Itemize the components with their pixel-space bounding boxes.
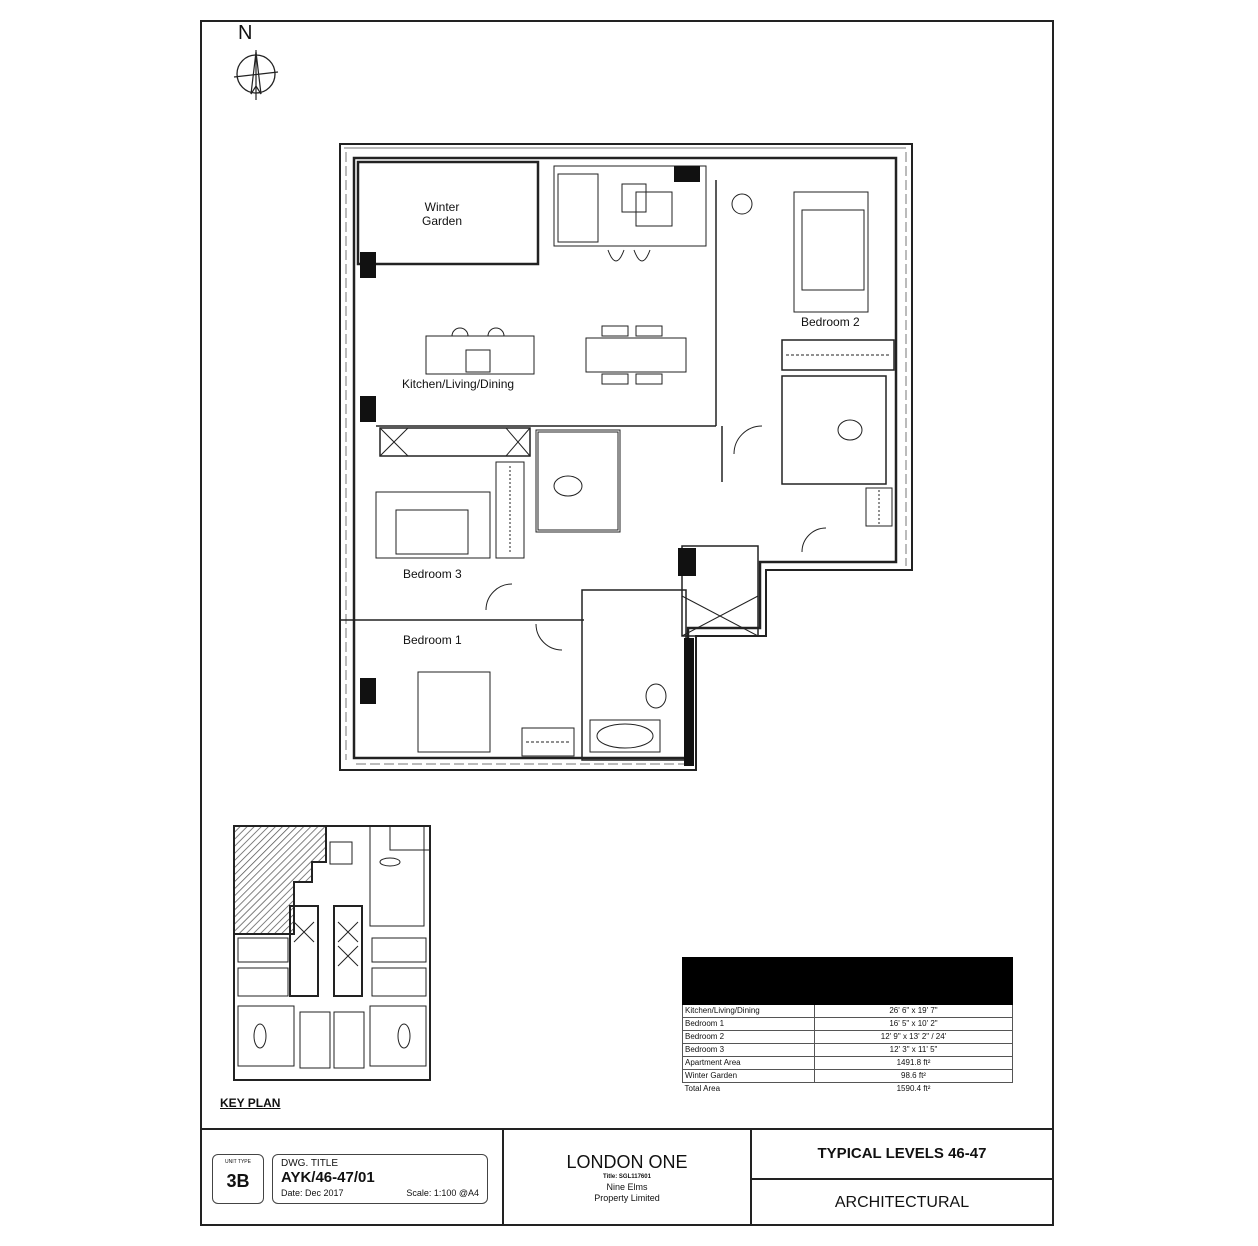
drawing-title-box: DWG. TITLE AYK/46-47/01 Date: Dec 2017 S… bbox=[272, 1154, 488, 1204]
area-schedule-table: Kitchen/Living/Dining 26' 6" x 19' 7" Be… bbox=[682, 957, 1013, 1095]
client-line-1: Nine Elms bbox=[606, 1182, 648, 1192]
unit-type-label: UNIT TYPE bbox=[225, 1159, 251, 1165]
row-label: Bedroom 3 bbox=[682, 1043, 815, 1057]
row-value: 98.6 ft² bbox=[814, 1069, 1013, 1083]
room-label-kitchen-living-dining: Kitchen/Living/Dining bbox=[402, 377, 515, 391]
row-label: Bedroom 1 bbox=[682, 1017, 815, 1031]
title-number: Title: SGL117601 bbox=[603, 1174, 651, 1180]
project-client-block: LONDON ONE Title: SGL117601 Nine Elms Pr… bbox=[504, 1130, 750, 1226]
floor-plan: Winter Garden Kitchen/Living/Dining Bedr… bbox=[336, 140, 920, 776]
table-row: Bedroom 2 12' 9" x 13' 2" / 24' bbox=[682, 1030, 1013, 1044]
table-row: Winter Garden 98.6 ft² bbox=[682, 1069, 1013, 1083]
row-value: 1491.8 ft² bbox=[814, 1056, 1013, 1070]
compass-icon bbox=[233, 50, 279, 100]
room-label-bedroom-2: Bedroom 2 bbox=[801, 315, 860, 329]
unit-type-value: 3B bbox=[226, 1171, 250, 1191]
table-row: Bedroom 3 12' 3" x 11' 5" bbox=[682, 1043, 1013, 1057]
table-row: Apartment Area 1491.8 ft² bbox=[682, 1056, 1013, 1070]
client-line-2: Property Limited bbox=[594, 1193, 660, 1203]
project-name: LONDON ONE bbox=[566, 1152, 688, 1172]
row-label: Kitchen/Living/Dining bbox=[682, 1004, 815, 1018]
key-plan-drawing bbox=[233, 825, 431, 1081]
title-divider bbox=[502, 1130, 504, 1226]
title-divider bbox=[750, 1130, 752, 1226]
row-label: Apartment Area bbox=[682, 1056, 815, 1070]
dwg-date: Date: Dec 2017 bbox=[281, 1188, 344, 1198]
compass-north-label: N bbox=[238, 22, 253, 44]
north-compass: N bbox=[222, 22, 282, 102]
row-value: 26' 6" x 19' 7" bbox=[814, 1004, 1013, 1018]
title-block: UNIT TYPE 3B DWG. TITLE AYK/46-47/01 Dat… bbox=[200, 1128, 1054, 1226]
key-plan-label: KEY PLAN bbox=[220, 1096, 281, 1110]
key-plan bbox=[230, 822, 434, 1084]
dwg-title-label: DWG. TITLE bbox=[281, 1158, 339, 1169]
total-value: 1590.4 ft² bbox=[896, 1084, 931, 1093]
floor-plan-drawing bbox=[339, 143, 913, 771]
room-label-bedroom-3: Bedroom 3 bbox=[403, 567, 462, 581]
area-schedule-header bbox=[682, 957, 1013, 1005]
row-value: 12' 3" x 11' 5" bbox=[814, 1043, 1013, 1057]
drawing-sheet-border bbox=[200, 20, 1054, 1226]
dwg-number: AYK/46-47/01 bbox=[281, 1169, 375, 1186]
title-divider bbox=[752, 1178, 1052, 1180]
dwg-scale: Scale: 1:100 @A4 bbox=[406, 1188, 479, 1198]
row-label: Bedroom 2 bbox=[682, 1030, 815, 1044]
discipline-label: ARCHITECTURAL bbox=[834, 1194, 970, 1211]
table-row: Kitchen/Living/Dining 26' 6" x 19' 7" bbox=[682, 1004, 1013, 1018]
winter-garden-line-2: Garden bbox=[422, 214, 463, 228]
unit-type-box: UNIT TYPE 3B bbox=[212, 1154, 264, 1204]
winter-garden-line-1: Winter bbox=[424, 200, 460, 214]
table-row: Bedroom 1 16' 5" x 10' 2" bbox=[682, 1017, 1013, 1031]
room-label-winter-garden: Winter Garden bbox=[422, 200, 462, 228]
levels-title: TYPICAL LEVELS 46-47 bbox=[817, 1145, 987, 1162]
total-label: Total Area bbox=[684, 1084, 721, 1093]
row-value: 12' 9" x 13' 2" / 24' bbox=[814, 1030, 1013, 1044]
room-label-bedroom-1: Bedroom 1 bbox=[403, 633, 462, 647]
table-row-total: Total Area 1590.4 ft² bbox=[683, 1083, 1013, 1096]
dwg-meta-row: Date: Dec 2017 Scale: 1:100 @A4 bbox=[281, 1188, 479, 1198]
row-value: 16' 5" x 10' 2" bbox=[814, 1017, 1013, 1031]
row-label: Winter Garden bbox=[682, 1069, 815, 1083]
